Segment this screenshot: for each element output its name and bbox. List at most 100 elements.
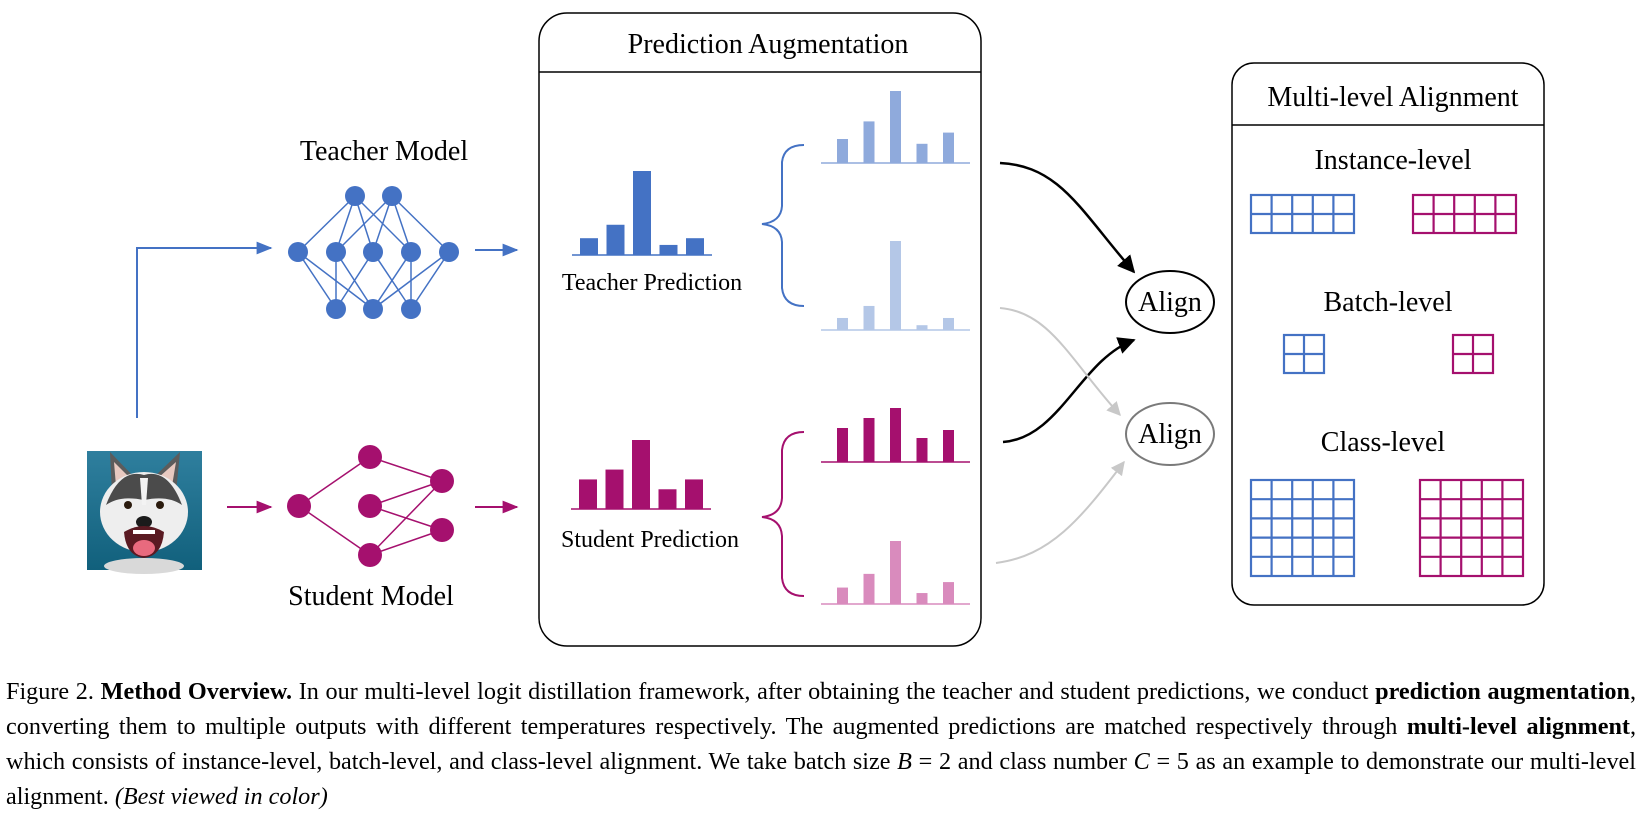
- caption-note: (Best viewed in color): [114, 783, 328, 810]
- bar: [659, 244, 678, 255]
- batch-level-label: Batch-level: [1323, 287, 1452, 318]
- network-edge: [298, 505, 371, 556]
- teacher-aug2-to-align-arrow: [999, 307, 1121, 417]
- figure-number: Figure 2.: [6, 678, 94, 705]
- bar: [890, 541, 901, 604]
- instance-level-label: Instance-level: [1314, 145, 1471, 176]
- network-node: [326, 242, 346, 262]
- caption-text: In our multi-level logit distillation fr…: [298, 678, 1369, 705]
- batch-size-symbol: B: [897, 748, 912, 775]
- network-edge: [369, 529, 443, 556]
- bar: [916, 325, 928, 330]
- caption-text: , converting them to multiple outputs wi…: [6, 678, 1637, 740]
- bar: [686, 238, 704, 255]
- student-augmented-bar-chart-1: [821, 408, 970, 463]
- teacher-prediction-label: Teacher Prediction: [562, 270, 742, 296]
- batch-level-teacher-matrix: [1282, 333, 1326, 375]
- align-label: Align: [1138, 419, 1202, 450]
- network-node: [382, 186, 402, 206]
- teacher-augmented-bar-chart-1: [821, 91, 970, 164]
- class-level-teacher-matrix: [1249, 478, 1356, 578]
- bar: [606, 224, 625, 255]
- bar: [890, 241, 901, 330]
- bar: [863, 573, 875, 604]
- bar: [633, 171, 651, 255]
- class-level-label: Class-level: [1321, 427, 1446, 458]
- multi-level-alignment-panel: Multi-level Alignment Instance-level Bat…: [1231, 62, 1545, 606]
- network-node: [358, 494, 382, 518]
- network-edge: [335, 195, 393, 253]
- teacher-augmentation-brace: [761, 144, 805, 307]
- bar: [863, 305, 875, 330]
- bar: [863, 121, 875, 163]
- input-to-teacher-connector: [136, 241, 273, 418]
- network-edge: [369, 456, 443, 482]
- bar: [579, 479, 597, 509]
- class-number-symbol: C: [1133, 748, 1150, 775]
- network-edge: [297, 251, 374, 310]
- bar: [943, 132, 954, 163]
- network-node: [345, 186, 365, 206]
- matrix-border: [1418, 478, 1525, 578]
- network-node: [363, 299, 383, 319]
- network-edge: [369, 480, 443, 556]
- student-augmented-bar-chart-2: [821, 541, 970, 605]
- teacher-aug1-to-align-arrow: [999, 161, 1136, 274]
- instance-level-student-matrix: [1411, 193, 1518, 235]
- network-node: [439, 242, 459, 262]
- network-edge: [372, 251, 450, 310]
- bar: [605, 469, 624, 509]
- network-node: [430, 518, 454, 542]
- bar: [580, 238, 598, 255]
- network-node: [287, 494, 311, 518]
- bar: [685, 479, 703, 509]
- teacher-prediction-bar-chart: [572, 171, 712, 256]
- bar: [916, 143, 928, 163]
- network-edge: [410, 251, 450, 310]
- bar: [837, 317, 848, 330]
- network-edge: [298, 456, 371, 507]
- dog-photo-icon: [87, 451, 202, 574]
- student-aug2-to-align-arrow: [995, 460, 1125, 564]
- method-overview-diagram: Teacher Model Student Model Prediction A…: [87, 12, 1545, 647]
- student-prediction-label: Student Prediction: [561, 527, 739, 553]
- prediction-augmentation-title: Prediction Augmentation: [628, 29, 909, 60]
- network-node: [401, 299, 421, 319]
- bar: [943, 317, 954, 330]
- teacher-augmented-bar-chart-2: [821, 241, 970, 331]
- bar: [890, 91, 901, 163]
- network-node: [326, 299, 346, 319]
- caption-heading: Method Overview.: [100, 678, 293, 705]
- bar: [837, 139, 848, 163]
- caption-text: = 2 and class number: [911, 748, 1134, 775]
- bar: [890, 408, 901, 462]
- student-augmentation-brace: [761, 431, 805, 597]
- bar: [943, 430, 954, 462]
- caption-term: multi-level alignment: [1406, 713, 1630, 740]
- caption-text: = 5 as an example to demonstrate our mul…: [6, 748, 1636, 810]
- prediction-augmentation-panel: Prediction Augmentation: [538, 12, 982, 647]
- align-label: Align: [1138, 287, 1202, 318]
- network-edge: [297, 195, 356, 253]
- caption-term: prediction augmentation: [1375, 678, 1630, 705]
- network-edge: [297, 251, 337, 310]
- network-node: [288, 242, 308, 262]
- student-model-label: Student Model: [288, 581, 454, 612]
- multi-level-alignment-title: Multi-level Alignment: [1267, 82, 1518, 113]
- network-node: [358, 445, 382, 469]
- network-edge: [372, 251, 412, 310]
- network-node: [358, 543, 382, 567]
- teacher-network-icon: [288, 186, 459, 319]
- network-edge: [391, 195, 450, 253]
- caption-text: , which consists of instance-level, batc…: [6, 713, 1636, 775]
- network-node: [363, 242, 383, 262]
- align-node-secondary: Align: [1125, 402, 1215, 466]
- bar: [837, 587, 848, 604]
- figure-caption: Figure 2. Method Overview. In our multi-…: [6, 674, 1636, 814]
- teacher-model-label: Teacher Model: [300, 136, 469, 167]
- instance-level-teacher-matrix: [1249, 193, 1356, 235]
- network-edge: [369, 480, 443, 507]
- network-edge: [335, 251, 374, 310]
- align-node-primary: Align: [1125, 270, 1215, 334]
- bar: [916, 593, 928, 604]
